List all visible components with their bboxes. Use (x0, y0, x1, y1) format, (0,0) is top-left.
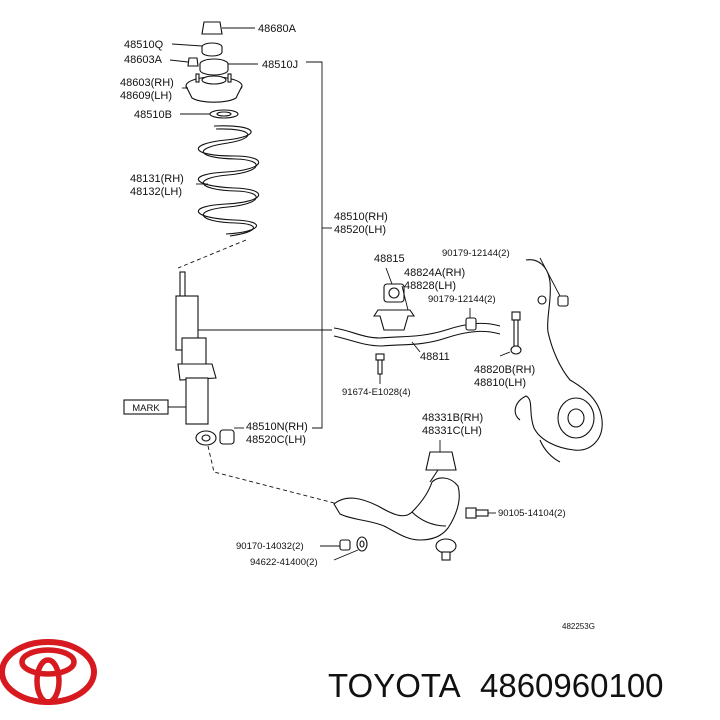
nut-90170 (320, 539, 351, 551)
spring-seat-48510B (180, 109, 239, 119)
label-90179-lower: 90179-12144(2) (428, 294, 496, 305)
bushing-48510N (219, 427, 244, 445)
shock-absorber (175, 271, 332, 446)
label-48603A: 48603A (124, 54, 163, 66)
nut-90179-lower (465, 308, 477, 331)
label-90105: 90105-14104(2) (498, 508, 566, 519)
bushing-48510J (199, 58, 258, 76)
label-48811: 48811 (420, 351, 450, 363)
part-number: 4860960100 (480, 667, 664, 704)
label-91674: 91674-E1028(4) (342, 387, 411, 398)
label-90170: 90170-14032(2) (236, 541, 304, 552)
label-48680A: 48680A (258, 23, 297, 35)
mark-label: MARK (132, 403, 160, 414)
label-48331CLH: 48331C(LH) (422, 425, 482, 437)
bump-stop-48331B (425, 440, 457, 471)
label-48520LH: 48520(LH) (334, 224, 386, 236)
coil-spring-48131 (196, 125, 260, 237)
label-90179-upper: 90179-12144(2) (442, 248, 510, 259)
label-48510RH: 48510(RH) (334, 211, 388, 223)
assembly-bracket (306, 61, 332, 429)
stabilizer-bushing-48815 (383, 267, 405, 303)
label-48510Q: 48510Q (124, 39, 164, 51)
toyota-logo-icon (0, 639, 97, 705)
label-48331BRH: 48331B(RH) (422, 412, 483, 424)
label-94622: 94622-41400(2) (250, 557, 318, 568)
ball-joint (435, 538, 457, 561)
label-48132LH: 48132(LH) (130, 186, 182, 198)
strut-mount-48603 (182, 73, 243, 103)
label-48820BRH: 48820B(RH) (474, 364, 535, 376)
mark-label-box: MARK (123, 399, 186, 415)
label-48603RH: 48603(RH) (120, 77, 174, 89)
label-48510NRH: 48510N(RH) (246, 421, 308, 433)
diagram-code: 482253G (562, 622, 595, 631)
label-48510B: 48510B (134, 109, 172, 121)
label-48609LH: 48609(LH) (120, 90, 172, 102)
label-48131RH: 48131(RH) (130, 173, 184, 185)
nut-90179-upper (539, 257, 569, 307)
label-48824ARH: 48824A(RH) (404, 267, 465, 279)
stabilizer-bracket-48824A (372, 285, 416, 331)
part-labels: 48680A 48510Q 48603A 48510J 48603(RH) 48… (120, 23, 595, 631)
bolt-91674 (375, 353, 385, 384)
label-48815: 48815 (374, 253, 405, 265)
bolt-90105 (465, 507, 496, 519)
washer-48510Q (171, 42, 223, 57)
lower-control-arm (333, 469, 460, 541)
label-48828LH: 48828(LH) (404, 280, 456, 292)
brand-name: TOYOTA (328, 667, 461, 704)
stabilizer-link-48820B (499, 311, 522, 357)
steering-knuckle (514, 259, 603, 463)
washer-94622 (333, 536, 368, 561)
label-48510J: 48510J (262, 59, 298, 71)
nut-48603A (169, 57, 199, 67)
strut-nut-48680A (201, 21, 255, 35)
label-48810LH: 48810(LH) (474, 377, 526, 389)
label-48520CLH: 48520C(LH) (246, 434, 306, 446)
